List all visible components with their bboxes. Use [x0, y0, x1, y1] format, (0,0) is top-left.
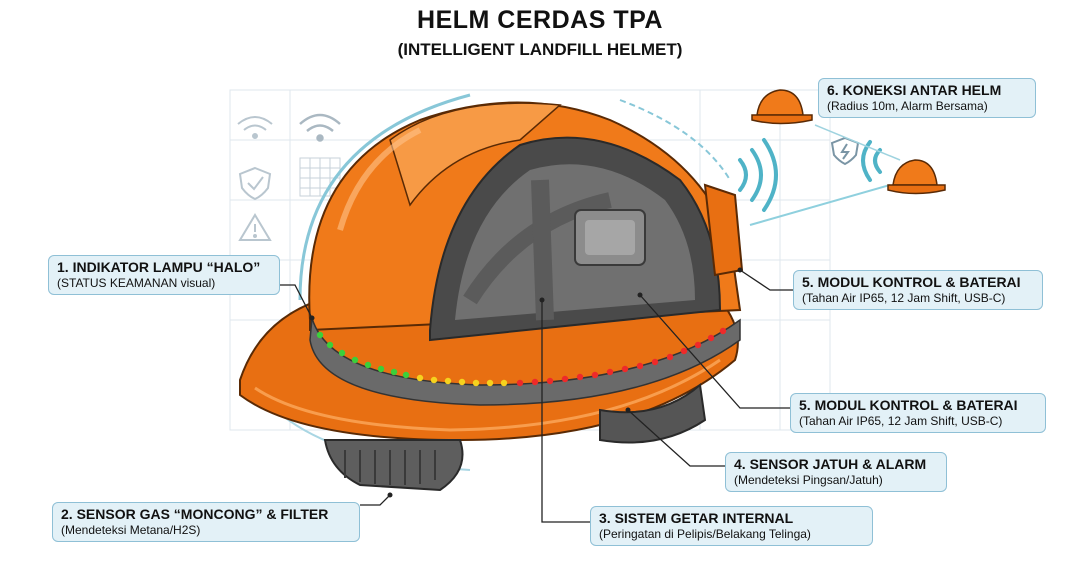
callout-heading: 1. INDIKATOR LAMPU “HALO” [57, 259, 261, 275]
warning-icon [238, 213, 272, 241]
led-strip-green [316, 331, 410, 379]
callout-control-module-top: 5. MODUL KONTROL & BATERAI (Tahan Air IP… [793, 270, 1043, 310]
grid-icon [299, 157, 341, 197]
callout-detail: (Tahan Air IP65, 12 Jam Shift, USB-C) [802, 291, 1006, 305]
wifi-icon [299, 113, 341, 142]
link-line [749, 184, 891, 226]
small-helmet-icon [887, 159, 946, 195]
leader-line-5b [639, 294, 790, 409]
callout-heading: 2. SENSOR GAS “MONCONG” & FILTER [61, 506, 329, 522]
link-line [814, 124, 901, 161]
callout-detail: (Tahan Air IP65, 12 Jam Shift, USB-C) [799, 414, 1003, 428]
page-subtitle: (INTELLIGENT LANDFILL HELMET) [397, 40, 683, 59]
callout-heading: 5. MODUL KONTROL & BATERAI [799, 397, 1018, 413]
callout-helmet-connection: 6. KONEKSI ANTAR HELM (Radius 10m, Alarm… [818, 78, 1036, 118]
callout-detail: (Peringatan di Pelipis/Belakang Telinga) [599, 527, 811, 541]
callout-detail: (Mendeteksi Metana/H2S) [61, 523, 201, 537]
wifi-icon [237, 116, 273, 139]
decorative-arc [619, 99, 731, 181]
shield-lightning-icon [830, 136, 860, 166]
led-strip-red [516, 327, 727, 387]
leader-line-4 [627, 409, 725, 467]
leader-line-2 [360, 494, 391, 506]
callout-heading: 4. SENSOR JATUH & ALARM [734, 456, 927, 472]
gas-sensor-muzzle [323, 439, 464, 492]
callout-vibration-system: 3. SISTEM GETAR INTERNAL (Peringatan di … [590, 506, 873, 546]
leader-line-1 [280, 284, 313, 319]
callout-halo-indicator: 1. INDIKATOR LAMPU “HALO” (STATUS KEAMAN… [48, 255, 280, 295]
callout-gas-sensor: 2. SENSOR GAS “MONCONG” & FILTER (Mendet… [52, 502, 360, 542]
callout-detail: (Radius 10m, Alarm Bersama) [827, 99, 988, 113]
rear-pad [599, 383, 707, 444]
callout-heading: 6. KONEKSI ANTAR HELM [827, 82, 1002, 98]
callout-heading: 5. MODUL KONTROL & BATERAI [802, 274, 1021, 290]
leader-line-5a [739, 269, 793, 291]
helmet [239, 101, 744, 442]
led-strip-yellow [416, 374, 508, 387]
callout-detail: (STATUS KEAMANAN visual) [57, 276, 216, 290]
callout-detail: (Mendeteksi Pingsan/Jatuh) [734, 473, 883, 487]
callout-heading: 3. SISTEM GETAR INTERNAL [599, 510, 794, 526]
page-title: HELM CERDAS TPA [417, 6, 663, 34]
callout-fall-sensor: 4. SENSOR JATUH & ALARM (Mendeteksi Ping… [725, 452, 947, 492]
small-helmet-icon [751, 89, 813, 125]
shield-check-icon [238, 166, 272, 201]
callout-control-module-bottom: 5. MODUL KONTROL & BATERAI (Tahan Air IP… [790, 393, 1046, 433]
decorative-arc [298, 93, 471, 301]
leader-line-3 [541, 300, 590, 523]
